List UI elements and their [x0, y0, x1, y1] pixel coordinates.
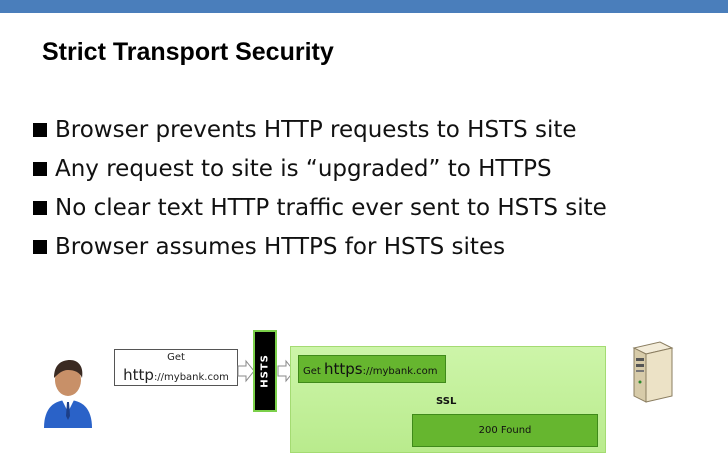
bullet-item: Browser prevents HTTP requests to HSTS s… — [33, 110, 607, 149]
user-icon — [44, 360, 92, 428]
server-icon — [632, 341, 674, 403]
http-request-box: Get http://mybank.com — [114, 349, 238, 386]
bullet-text: Browser assumes HTTPS for HSTS sites — [55, 233, 506, 260]
https-request-box: Get https://mybank.com — [298, 355, 446, 383]
request-scheme: http — [123, 366, 154, 384]
bullet-square-icon — [33, 239, 47, 254]
bullet-item: Any request to site is “upgraded” to HTT… — [33, 149, 607, 188]
request-host: ://mybank.com — [153, 372, 229, 383]
response-box: 200 Found — [412, 414, 598, 447]
bullet-text: Any request to site is “upgraded” to HTT… — [55, 155, 552, 182]
hsts-box: HSTS — [253, 330, 277, 412]
bullet-square-icon — [33, 122, 47, 137]
bullet-list: Browser prevents HTTP requests to HSTS s… — [33, 110, 607, 266]
upgraded-method: Get — [303, 366, 321, 377]
bullet-square-icon — [33, 200, 47, 215]
upgraded-scheme: https — [324, 360, 363, 378]
bullet-item: Browser assumes HTTPS for HSTS sites — [33, 227, 607, 266]
upgraded-host: ://mybank.com — [362, 366, 438, 377]
request-url: http://mybank.com — [115, 366, 237, 384]
bullet-square-icon — [33, 161, 47, 176]
to-hsts-arrow — [237, 359, 255, 383]
slide-title: Strict Transport Security — [42, 38, 334, 66]
bullet-text: No clear text HTTP traffic ever sent to … — [55, 194, 607, 221]
request-method: Get — [167, 352, 185, 363]
bullet-text: Browser prevents HTTP requests to HSTS s… — [55, 116, 577, 143]
bullet-item: No clear text HTTP traffic ever sent to … — [33, 188, 607, 227]
hsts-label: HSTS — [259, 354, 271, 388]
ssl-label: SSL — [436, 396, 457, 407]
top-bar — [0, 0, 728, 13]
